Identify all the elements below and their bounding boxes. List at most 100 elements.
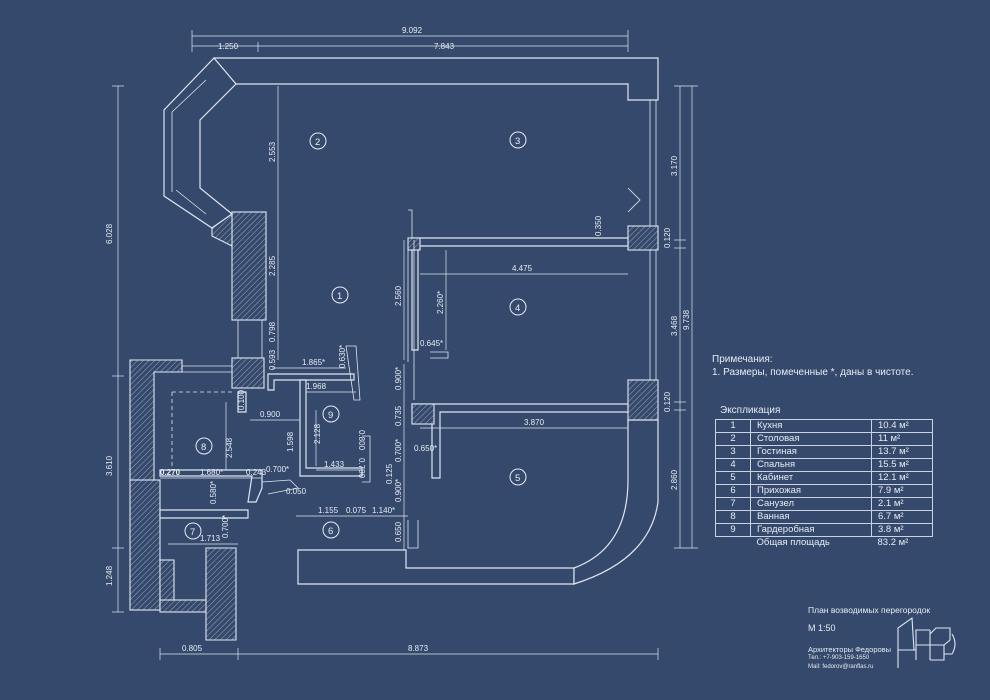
walls [129,57,659,641]
room-label-7: 7 [190,527,195,538]
dim-1140: 1.140* [372,506,395,515]
row-number: 7 [715,497,751,511]
plan-scale: М 1:50 [808,623,836,633]
dim-0580: 0.580* [209,481,218,504]
row-number: 2 [715,432,751,446]
row-number: 3 [715,445,751,459]
dim-0798: 0.798 [268,321,277,342]
dim-1713: 1.713 [200,534,221,543]
notes-line-1: 1. Размеры, помеченные *, даны в чистоте… [712,367,914,378]
total-area: 83.2 м² [871,536,933,549]
dim-top-total: 9.092 [402,26,423,35]
dim-left-low: 1.248 [105,565,114,586]
row-name: Кабинет [750,471,872,485]
room-label-9: 9 [328,410,333,421]
dim-0630: 0.630* [338,345,347,368]
dim-4475: 4.475 [512,264,533,273]
dim-1598: 1.598 [286,431,295,452]
room-label-1: 1 [337,291,342,302]
dim-0735: 0.735 [394,405,403,426]
dim-1968: 1.968 [306,382,327,391]
firm-phone: Тел.: +7-903-159-1650 [808,655,870,661]
plan-title-block: План возводимых перегородок М 1:50 [808,604,930,634]
dim-3870: 3.870 [524,418,545,427]
dim-0650b: 0.650 [394,521,403,542]
dim-left-upper: 6.028 [105,223,114,244]
dim-0075: 0.075 [346,506,367,515]
room-label-6: 6 [328,526,333,537]
dim-0100: 0.100 [237,389,246,410]
dim-0350: 0.350 [594,215,603,236]
row-name: Гостиная [750,445,872,459]
row-number: 8 [715,510,751,524]
row-number: 9 [715,523,751,537]
dim-right-e: 2.860 [670,469,679,490]
row-area: 11 м² [871,432,933,446]
dim-0050: 0.050 [286,487,307,496]
room-label-3: 3 [515,136,520,147]
room-markers: 1 2 3 4 5 6 7 8 9 [184,131,527,540]
row-area: 13.7 м² [871,445,933,459]
dim-2285: 2.285 [268,255,277,276]
dim-0125: 0.125 [385,463,394,484]
dim-0900b: 0.900* [394,479,403,502]
plan-title: План возводимых перегородок [808,605,931,615]
dim-right-d: 0.120 [663,391,672,412]
row-number: 6 [715,484,751,498]
dim-bottom-right: 8.873 [408,644,429,653]
room-label-5: 5 [515,473,520,484]
dim-top-right: 7.843 [434,42,455,51]
dim-right-b: 0.120 [663,227,672,248]
dim-bottom-left: 0.805 [182,644,203,653]
row-number: 1 [715,419,751,433]
dim-right-a: 3.170 [670,155,679,176]
row-area: 2.1 м² [871,497,933,511]
dimension-labels: 9.092 1.250 7.843 0.805 8.873 6.028 3.61… [105,26,691,653]
dim-right-c: 3.468 [670,315,679,336]
dim-1865: 1.865* [302,358,325,367]
row-name: Столовая [750,432,872,446]
total-label: Общая площадь [750,536,872,549]
row-name: Кухня [750,419,872,433]
dim-0700: 0.700 [357,458,366,479]
firm-mail: Mail: fedorov@ranflas.ru [808,664,874,670]
dim-0270: 0.270 [160,468,181,477]
notes-block: Примечания: 1. Размеры, помеченные *, да… [712,353,914,379]
row-number: 5 [715,471,751,485]
row-area: 6.7 м² [871,510,933,524]
row-name: Спальня [750,458,872,472]
dim-top-left: 1.250 [218,42,239,51]
dim-right-total: 9.738 [682,309,691,330]
dim-2560: 2.560 [394,285,403,306]
dimension-lines [112,30,698,660]
notes-title: Примечания: [712,354,773,365]
explication-total-row: Общая площадь 83.2 м² [715,536,933,549]
dim-1155: 1.155 [318,506,339,515]
dim-1433: 1.433 [324,460,345,469]
dim-0800: 0.800 [357,430,366,451]
dim-0650a: 0.650* [414,444,437,453]
room-label-8: 8 [201,442,206,453]
dim-0700v: 0.700* [394,439,403,462]
row-area: 7.9 м² [871,484,933,498]
firm-name: Архитекторы Федоровы [808,645,892,654]
dim-0900v: 0.900* [394,367,403,390]
row-name: Прихожая [750,484,872,498]
row-area: 10.4 м² [871,419,933,433]
room-label-2: 2 [315,137,320,148]
firm-logo [897,616,956,668]
dim-0243: 0.243 [246,468,267,477]
dim-0645: 0.645* [420,339,443,348]
dim-0900h: 0.900 [260,410,281,419]
row-name: Гардеробная [750,523,872,537]
